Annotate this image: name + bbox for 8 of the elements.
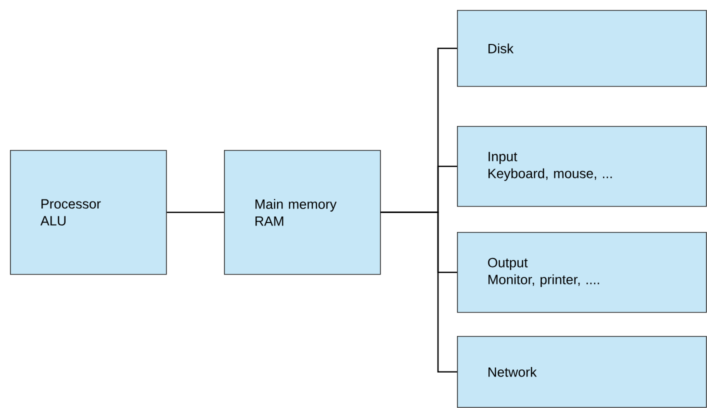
process-box: Network [457, 336, 707, 408]
connector-line [166, 212, 224, 214]
process-box: Main memory RAM [224, 150, 381, 275]
process-box: Output Monitor, printer, .... [457, 232, 707, 313]
connector-line [380, 212, 457, 373]
process-box: Disk [457, 10, 707, 87]
process-box: Processor ALU [10, 150, 167, 275]
process-box: Input Keyboard, mouse, ... [457, 126, 707, 207]
